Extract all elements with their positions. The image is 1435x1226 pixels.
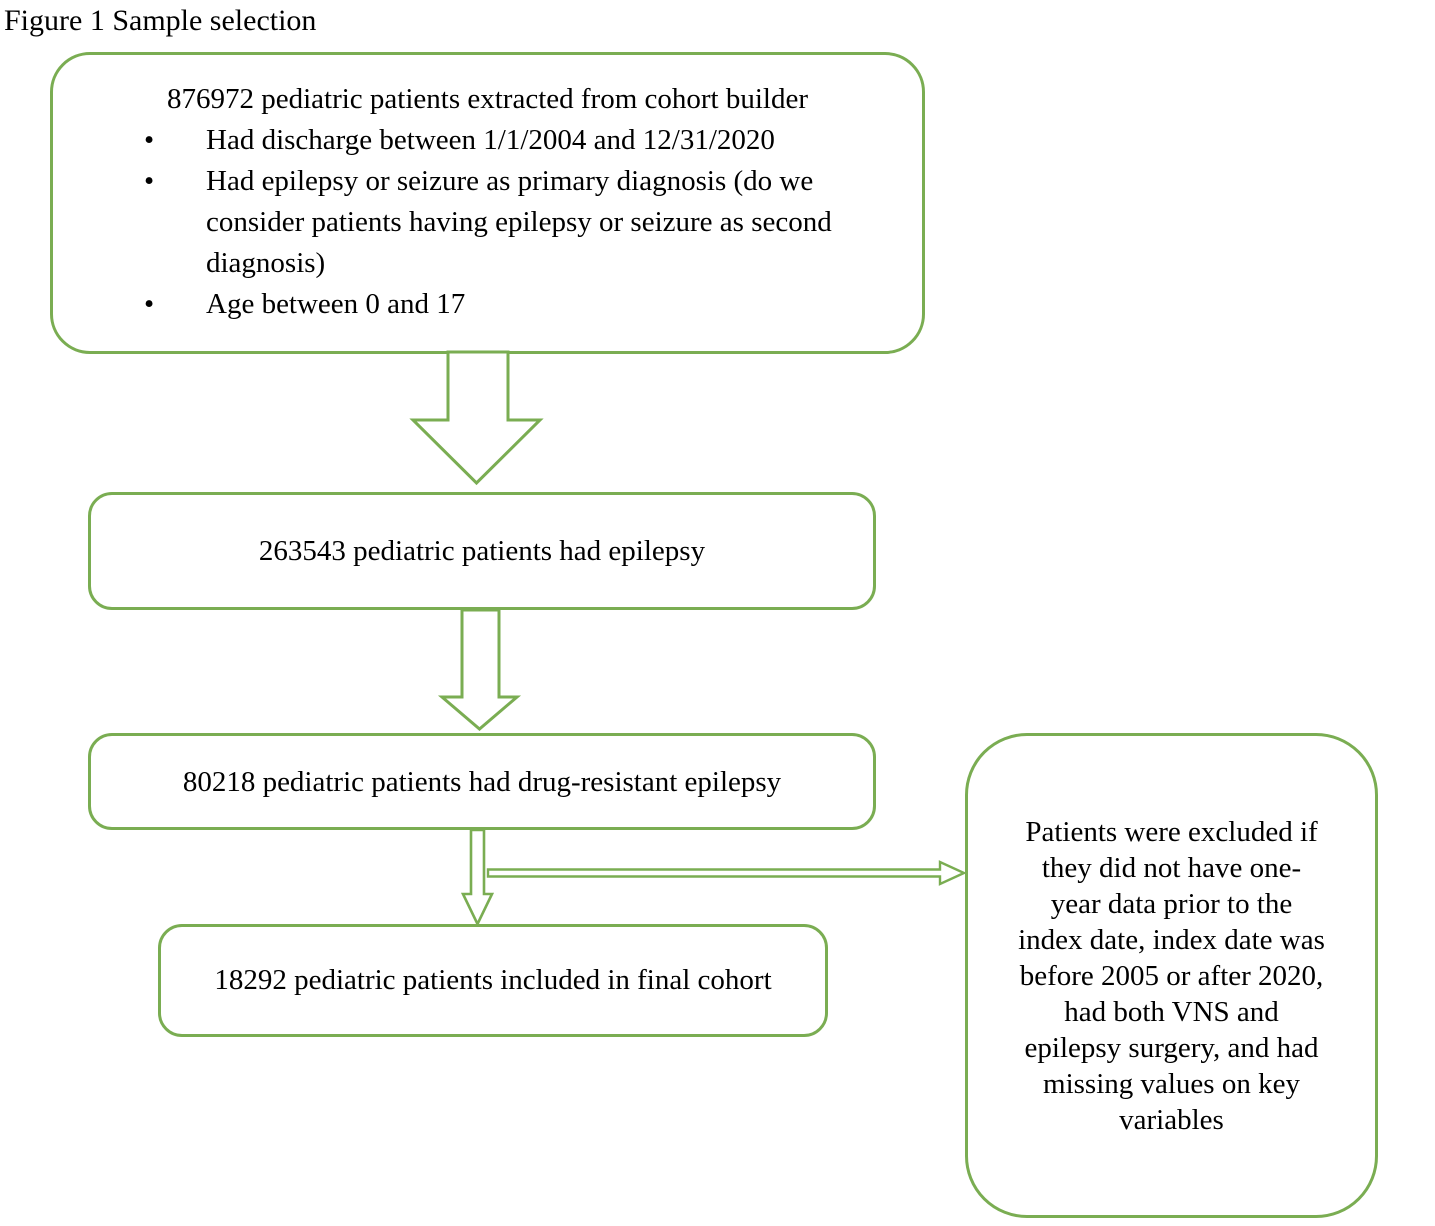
drug-resistant-box: 80218 pediatric patients had drug-resist… (88, 733, 876, 830)
criterion-text: Had epilepsy or seizure as primary diagn… (206, 165, 832, 279)
bullet-icon: • (144, 288, 155, 320)
bullet-icon: • (144, 124, 155, 156)
list-item: • Had discharge between 1/1/2004 and 12/… (144, 120, 884, 161)
down-arrow-2-icon (437, 608, 522, 731)
cohort-box: 876972 pediatric patients extracted from… (50, 52, 925, 354)
final-cohort-box-label: 18292 pediatric patients included in fin… (214, 964, 772, 996)
criterion-text: Had discharge between 1/1/2004 and 12/31… (206, 124, 775, 156)
exclusion-box: Patients were excluded if they did not h… (965, 733, 1378, 1218)
bullet-icon: • (144, 165, 155, 197)
down-arrow-3-icon (460, 828, 495, 927)
exclusion-box-label: Patients were excluded if they did not h… (1018, 815, 1325, 1136)
epilepsy-box-label: 263543 pediatric patients had epilepsy (258, 535, 706, 567)
down-arrow-1-icon (409, 350, 544, 486)
right-arrow-icon (486, 860, 967, 886)
cohort-box-heading: 876972 pediatric patients extracted from… (166, 83, 808, 115)
final-cohort-box: 18292 pediatric patients included in fin… (158, 924, 828, 1037)
epilepsy-box: 263543 pediatric patients had epilepsy (88, 492, 876, 610)
list-item: • Age between 0 and 17 (144, 284, 884, 325)
cohort-criteria-list: • Had discharge between 1/1/2004 and 12/… (91, 120, 884, 325)
drug-resistant-box-label: 80218 pediatric patients had drug-resist… (182, 765, 782, 798)
criterion-text: Age between 0 and 17 (206, 288, 466, 320)
list-item: • Had epilepsy or seizure as primary dia… (144, 161, 884, 284)
figure-title: Figure 1 Sample selection (4, 4, 317, 37)
